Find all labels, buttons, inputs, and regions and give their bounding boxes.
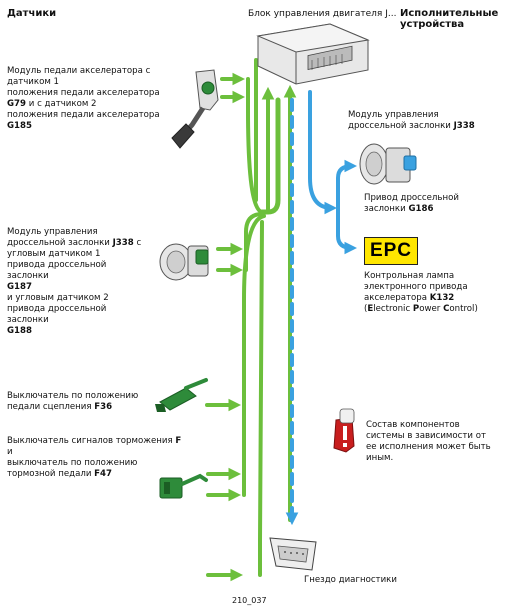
sensor-signal-lines xyxy=(205,58,297,582)
brake-switch-label: Выключатель сигналов торможения F и выкл… xyxy=(7,436,182,479)
throttle-module-sensor xyxy=(159,243,209,281)
epc-lamp-label: Контрольная лампа электронного привода а… xyxy=(364,271,478,314)
ecu-label: Блок управления двигателя J... xyxy=(248,9,397,19)
throttle-module-actuator xyxy=(359,143,417,185)
sensors-header: Датчики xyxy=(7,8,57,19)
throttle-sensor-label: Модуль управления дроссельной заслонки J… xyxy=(7,227,142,336)
brake-light-switch xyxy=(159,473,208,499)
bottom-trunk xyxy=(258,220,264,577)
figure-id: 210_037 xyxy=(232,596,267,605)
throttle-actuator-label: Модуль управления дроссельной заслонки J… xyxy=(348,110,475,131)
throttle-output-line xyxy=(336,159,358,210)
note-text: Состав компонентов системы в зависимости… xyxy=(366,420,491,463)
actuator-output-lines xyxy=(285,90,358,526)
note-figure-icon xyxy=(333,408,355,453)
throttle-drive-label: Привод дроссельной заслонки G186 xyxy=(364,193,459,214)
clutch-pedal-switch xyxy=(155,378,208,412)
ecu-unit xyxy=(256,23,370,85)
diagnostic-socket-label: Гнездо диагностики xyxy=(304,575,397,585)
diagnostic-socket xyxy=(269,537,317,571)
clutch-trunk xyxy=(242,214,266,407)
actuators-header: Исполнительные устройства xyxy=(400,8,499,30)
ecu-output-trunk xyxy=(308,90,338,215)
pedal-module-label: Модуль педали акселератора с датчиком 1 … xyxy=(7,66,160,131)
accelerator-pedal-module xyxy=(171,69,219,149)
pedal-trunk xyxy=(246,77,264,214)
epc-output-line xyxy=(336,206,358,255)
clutch-switch-label: Выключатель по положению педали сцеплени… xyxy=(7,391,139,412)
epc-lamp-badge: EPC xyxy=(364,237,418,265)
